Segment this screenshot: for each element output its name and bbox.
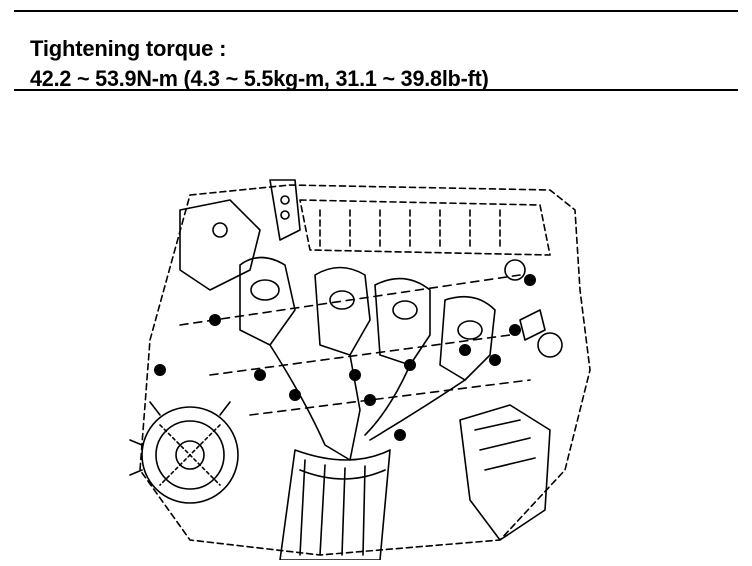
bottom-divider [14,89,738,91]
torque-spec-box: Tightening torque : 42.2 ~ 53.9N-m (4.3 … [30,34,498,94]
catalytic-converter [279,449,391,560]
torque-value: 42.2 ~ 53.9N-m (4.3 ~ 5.5kg-m, 31.1 ~ 39… [30,66,489,91]
oxygen-sensor [504,259,563,358]
exhaust-manifold-drawing [129,179,591,560]
manifold-runners [239,256,496,461]
heat-shield [459,404,551,541]
bolt-alignment-lines [179,274,531,416]
mount-bracket [179,179,301,291]
torque-label: Tightening torque : [30,36,227,61]
top-divider [14,10,738,12]
mounting-bolts [154,274,536,441]
alternator [129,401,239,504]
exhaust-manifold-illustration [120,170,640,560]
